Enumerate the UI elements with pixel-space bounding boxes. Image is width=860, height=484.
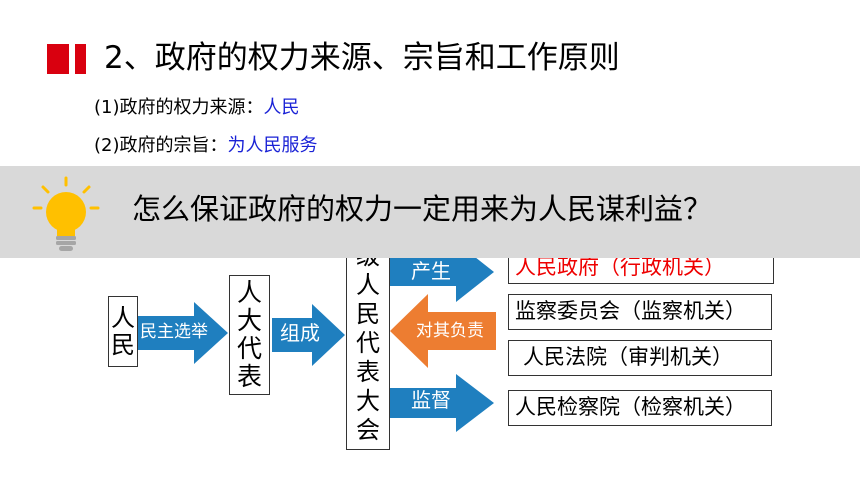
form-arrow [272, 304, 345, 366]
npc-deputies-box: 人 大 代 表 [229, 275, 270, 395]
congress-char: 大 [356, 387, 380, 415]
elect-arrow [138, 302, 228, 364]
point-value: 为人民服务 [227, 135, 318, 156]
congress-char: 表 [356, 358, 380, 386]
point-label: (1)政府的权力来源： [94, 97, 264, 118]
org-supervision-commission: 监察委员会（监察机关） [508, 294, 772, 330]
form-label: 组成 [280, 321, 320, 345]
congress-char: 人 [356, 271, 380, 299]
npc-char: 大 [236, 306, 262, 335]
produce-label: 产生 [411, 259, 451, 283]
point-purpose: (2)政府的宗旨：为人民服务 [94, 134, 318, 158]
title-marker-bar [75, 44, 86, 74]
lightbulb-icon [32, 176, 100, 251]
point-value: 人民 [263, 97, 300, 118]
org-government: 人民政府（行政机关） [508, 257, 774, 284]
org-court: 人民法院（审判机关） [508, 340, 772, 376]
responsible-arrow [390, 294, 496, 368]
point-label: (2)政府的宗旨： [94, 135, 228, 156]
supervise-arrow [390, 374, 494, 432]
org-procuratorate: 人民检察院（检察机关） [508, 390, 772, 426]
congress-char: 会 [356, 416, 380, 444]
question-banner [0, 166, 860, 258]
supervise-label: 监督 [411, 388, 451, 412]
banner-question: 怎么保证政府的权力一定用来为人民谋利益？ [132, 192, 713, 226]
title-marker [47, 44, 92, 74]
elect-label: 民主选举 [140, 322, 208, 342]
responsible-label: 对其负责 [416, 321, 484, 341]
congress-char: 代 [356, 329, 380, 357]
people-char: 人 [111, 303, 135, 332]
people-box: 人 民 [108, 296, 138, 367]
npc-char: 人 [236, 278, 262, 307]
npc-char: 代 [236, 334, 262, 363]
point-power-source: (1)政府的权力来源：人民 [94, 96, 300, 120]
npc-char: 表 [236, 362, 262, 391]
title-marker-bar [47, 44, 69, 74]
congress-box: 级 人 民 代 表 大 会 [346, 238, 390, 450]
page-title: 2、政府的权力来源、宗旨和工作原则 [104, 40, 620, 76]
congress-char: 民 [356, 300, 380, 328]
people-char: 民 [111, 330, 135, 359]
